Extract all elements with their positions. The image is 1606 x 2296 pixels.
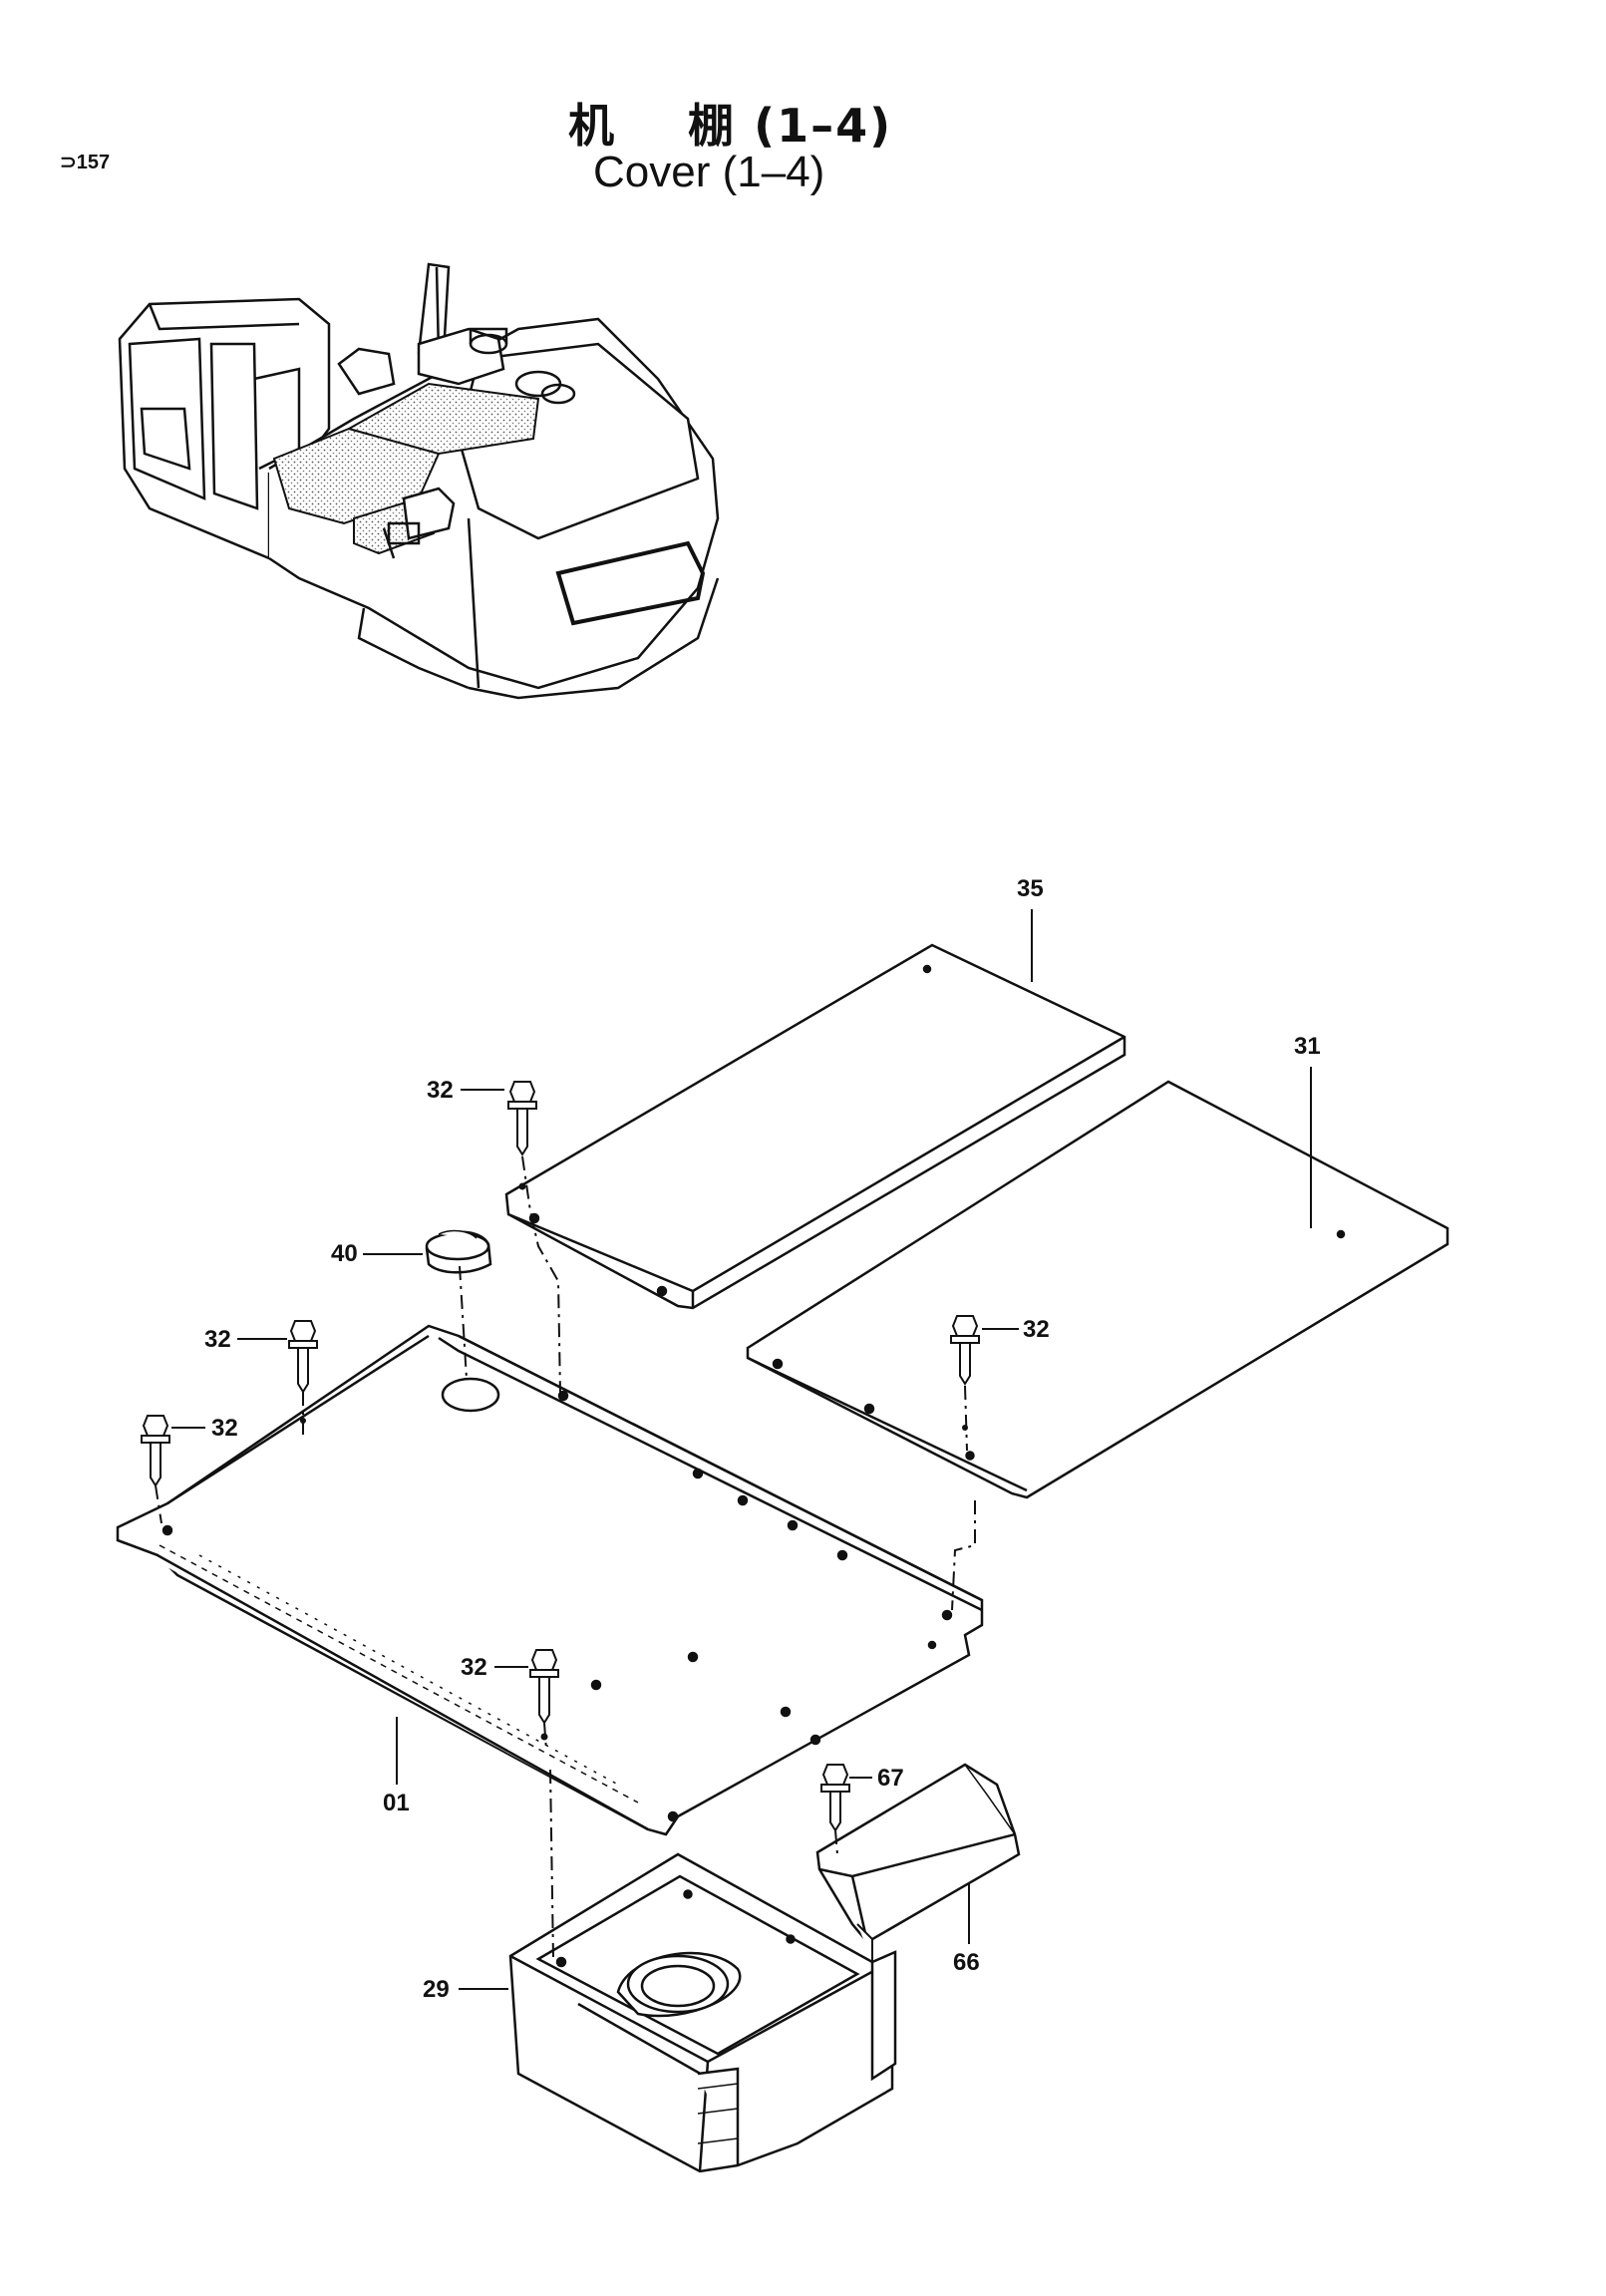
title-chinese: 机 棚 (1–4) <box>568 99 893 153</box>
part-40-cap <box>425 1229 492 1274</box>
callout-32-right: 32 <box>1023 1316 1050 1343</box>
page-number: ⊃157 <box>60 152 111 173</box>
bolt-32-a <box>507 1081 537 1156</box>
callout-29: 29 <box>423 1976 450 2003</box>
leader-lines <box>171 909 1312 1990</box>
part-66-small-cover <box>815 1763 1021 1944</box>
callout-32-bottom: 32 <box>461 1654 487 1681</box>
callout-01: 01 <box>383 1790 410 1816</box>
bolt-32-b <box>288 1320 318 1394</box>
callout-66: 66 <box>953 1949 980 1976</box>
callout-31: 31 <box>1294 1033 1321 1060</box>
title-english: Cover (1–4) <box>593 148 825 196</box>
assembly-lines <box>155 1155 976 1960</box>
callout-32-top: 32 <box>427 1077 454 1104</box>
part-35-cover-panel <box>504 943 1126 1310</box>
bolt-32-e <box>529 1649 559 1725</box>
machine-overview <box>118 262 720 700</box>
bolts <box>141 1081 980 1832</box>
callout-40: 40 <box>331 1240 358 1267</box>
callout-35: 35 <box>1017 875 1044 902</box>
bolt-67 <box>820 1764 850 1832</box>
bolt-32-c <box>141 1415 170 1487</box>
callout-32-left-upper: 32 <box>204 1326 231 1353</box>
callout-32-left-lower: 32 <box>211 1415 238 1442</box>
callout-67: 67 <box>877 1765 904 1792</box>
part-29-under-cover <box>508 1852 897 2173</box>
part-01-floor-panel <box>116 1324 984 1836</box>
part-31-cover-panel <box>746 1080 1449 1499</box>
bolt-32-d <box>950 1315 980 1386</box>
